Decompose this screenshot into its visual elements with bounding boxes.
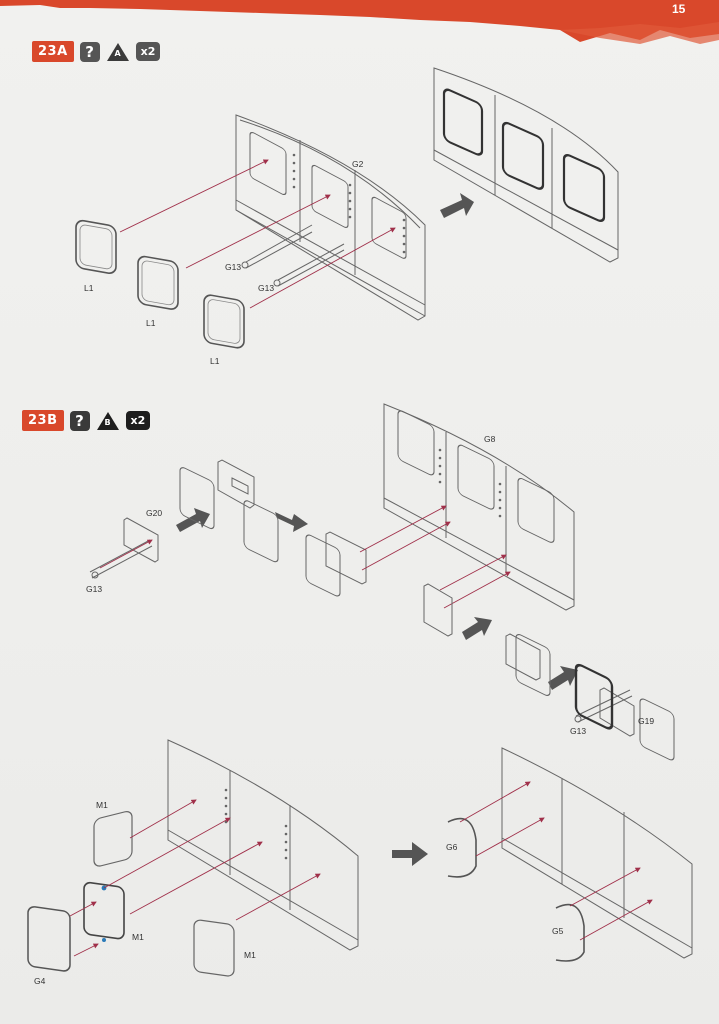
multiplier-badge: x2: [135, 42, 161, 61]
step-arrow: [462, 617, 492, 640]
frame-l1-2: [137, 254, 179, 312]
step-arrow: [440, 193, 474, 218]
label-g13: G13: [570, 726, 587, 736]
step-arrow: [275, 512, 308, 532]
label-g19: G19: [638, 716, 655, 726]
label-g13: G13: [258, 283, 275, 293]
label-g13: G13: [225, 262, 242, 272]
frame-m1-3: [193, 919, 235, 977]
frame-g4: [27, 906, 71, 972]
panel-g2: [235, 114, 426, 321]
frame-l1-3: [203, 293, 245, 350]
frame-m1-2: [83, 881, 125, 940]
question-icon: ?: [69, 410, 90, 431]
part-g20: [89, 517, 159, 579]
label-g6: G6: [446, 842, 458, 852]
step-badge: 23A: [32, 41, 74, 62]
label-m1: M1: [132, 932, 144, 942]
step-23b-header: 23B ? B x2: [22, 410, 151, 431]
label-g5: G5: [552, 926, 564, 936]
step-badge: 23B: [22, 410, 64, 431]
label-g8: G8: [484, 434, 496, 444]
frame-m1-1: [93, 811, 133, 867]
label-g20: G20: [146, 508, 163, 518]
question-icon: ?: [79, 41, 100, 62]
step-arrow: [392, 842, 428, 866]
variant-letter: A: [114, 48, 121, 58]
step-arrow: [548, 666, 578, 690]
label-g2: G2: [352, 159, 364, 169]
panel-g8: [383, 403, 575, 611]
part-g13-a: [241, 224, 345, 287]
variant-triangle-icon: A: [106, 42, 130, 62]
panel-c-right: [501, 633, 693, 959]
step-23a-header: 23A ? A x2: [32, 41, 161, 62]
label-g4: G4: [34, 976, 46, 986]
frame-l1-1: [75, 218, 117, 276]
multiplier-badge: x2: [125, 411, 151, 430]
label-l1: L1: [210, 356, 220, 366]
variant-triangle-icon: B: [96, 411, 120, 431]
part-g6: [447, 817, 477, 878]
page-number: 15: [672, 2, 686, 16]
part-g5: [555, 903, 585, 962]
label-g13: G13: [86, 584, 103, 594]
panel-c-left: [167, 467, 359, 951]
panel-g2-result: [433, 67, 619, 263]
header-brush-band: [0, 0, 719, 44]
label-l1: L1: [84, 283, 94, 293]
label-l1: L1: [146, 318, 156, 328]
label-m1: M1: [96, 800, 108, 810]
variant-letter: B: [104, 417, 111, 427]
label-m1: M1: [244, 950, 256, 960]
